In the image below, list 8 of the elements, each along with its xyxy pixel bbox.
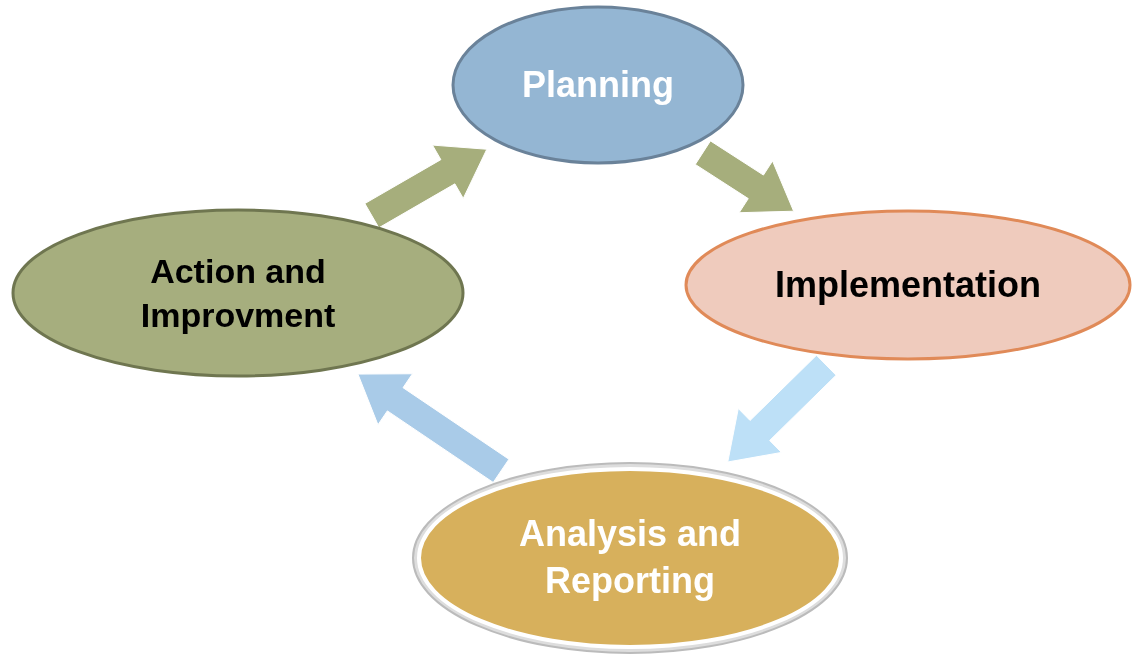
block-arrow <box>727 354 837 463</box>
block-arrow <box>694 140 795 214</box>
block-arrow <box>364 144 488 229</box>
node-label: Action and Improvment <box>139 250 337 336</box>
node-label: Implementation <box>775 262 1041 307</box>
node-label: Analysis and Reporting <box>517 512 743 603</box>
block-arrow <box>357 373 510 483</box>
node-label: Planning <box>522 62 674 107</box>
